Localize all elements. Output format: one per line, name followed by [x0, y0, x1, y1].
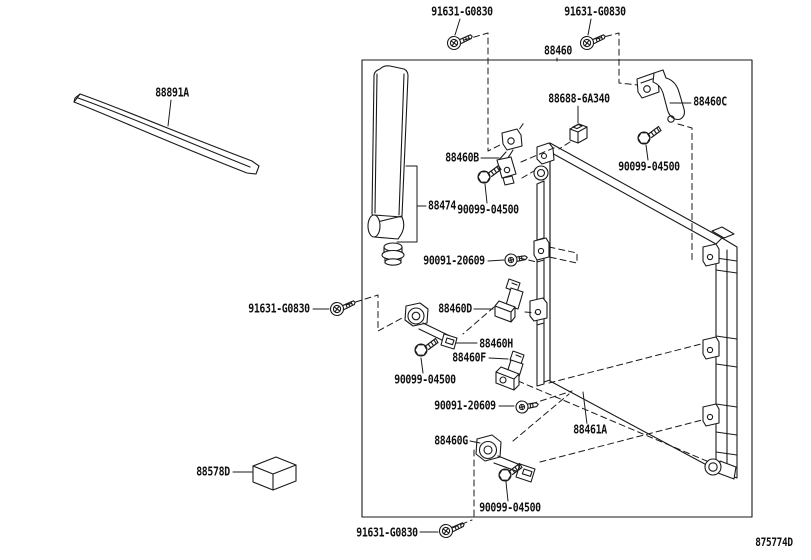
label-condenser-assy[interactable]: 88460 [543, 43, 573, 58]
label-bolt-top-right[interactable]: 90099-04500 [617, 159, 681, 174]
seal-strip-drawing [73, 93, 260, 175]
condenser-top-cap [711, 226, 735, 239]
screw-91631-top-left [445, 32, 475, 52]
bracket-c-drawing [636, 69, 685, 123]
condenser-left-rail [536, 180, 545, 387]
label-screw-top-right[interactable]: 91631-G0830 [563, 4, 627, 19]
bracket-d-drawing [494, 278, 524, 323]
leader-lines [167, 18, 692, 533]
dashed-guides [345, 32, 710, 529]
label-bracket-g[interactable]: 88460G [433, 433, 469, 448]
label-receiver-drier[interactable]: 88474 [427, 198, 457, 213]
label-bolt-left[interactable]: 90099-04500 [393, 372, 457, 387]
label-screw-middle-1[interactable]: 90091-20609 [422, 253, 486, 268]
screw-91631-top-right [578, 32, 608, 52]
label-bracket-f[interactable]: 88460F [451, 350, 487, 365]
label-bracket-h[interactable]: 88460H [478, 336, 514, 351]
bracket-h-drawing [404, 302, 458, 350]
receiver-drier-drawing [367, 65, 409, 266]
label-screw-middle-2[interactable]: 90091-20609 [433, 398, 497, 413]
screw-91631-left [328, 298, 358, 318]
label-bolt-middle[interactable]: 90099-04500 [456, 202, 520, 217]
bolt-90099-top-right [637, 125, 662, 145]
figure-code: 875774D [754, 534, 794, 549]
drier-cap [381, 242, 405, 266]
label-screw-top-left[interactable]: 91631-G0830 [430, 4, 494, 19]
bolt-90099-middle [477, 164, 502, 184]
label-seal-strip[interactable]: 88891A [154, 85, 190, 100]
label-clip[interactable]: 88688-6A340 [547, 91, 611, 106]
label-bracket-b[interactable]: 88460B [444, 150, 480, 165]
label-bracket-d[interactable]: 88460D [437, 301, 473, 316]
screw-90091-lower [514, 398, 540, 415]
label-screw-bottom[interactable]: 91631-G0830 [355, 525, 419, 540]
condenser-drawing [529, 142, 738, 480]
label-bracket-c[interactable]: 88460C [692, 94, 728, 109]
bracket-f-drawing [495, 350, 525, 391]
label-bolt-bottom[interactable]: 90099-04500 [478, 500, 542, 515]
bolt-90099-left [414, 337, 439, 357]
clip-drawing [569, 123, 588, 144]
screw-90091-upper [503, 251, 529, 268]
label-screw-left[interactable]: 91631-G0830 [247, 301, 311, 316]
label-condenser-core[interactable]: 88461A [572, 422, 608, 437]
label-packing-block[interactable]: 88578D [195, 464, 231, 479]
packing-block-drawing [252, 456, 297, 491]
bracket-b-drawing [496, 128, 523, 186]
